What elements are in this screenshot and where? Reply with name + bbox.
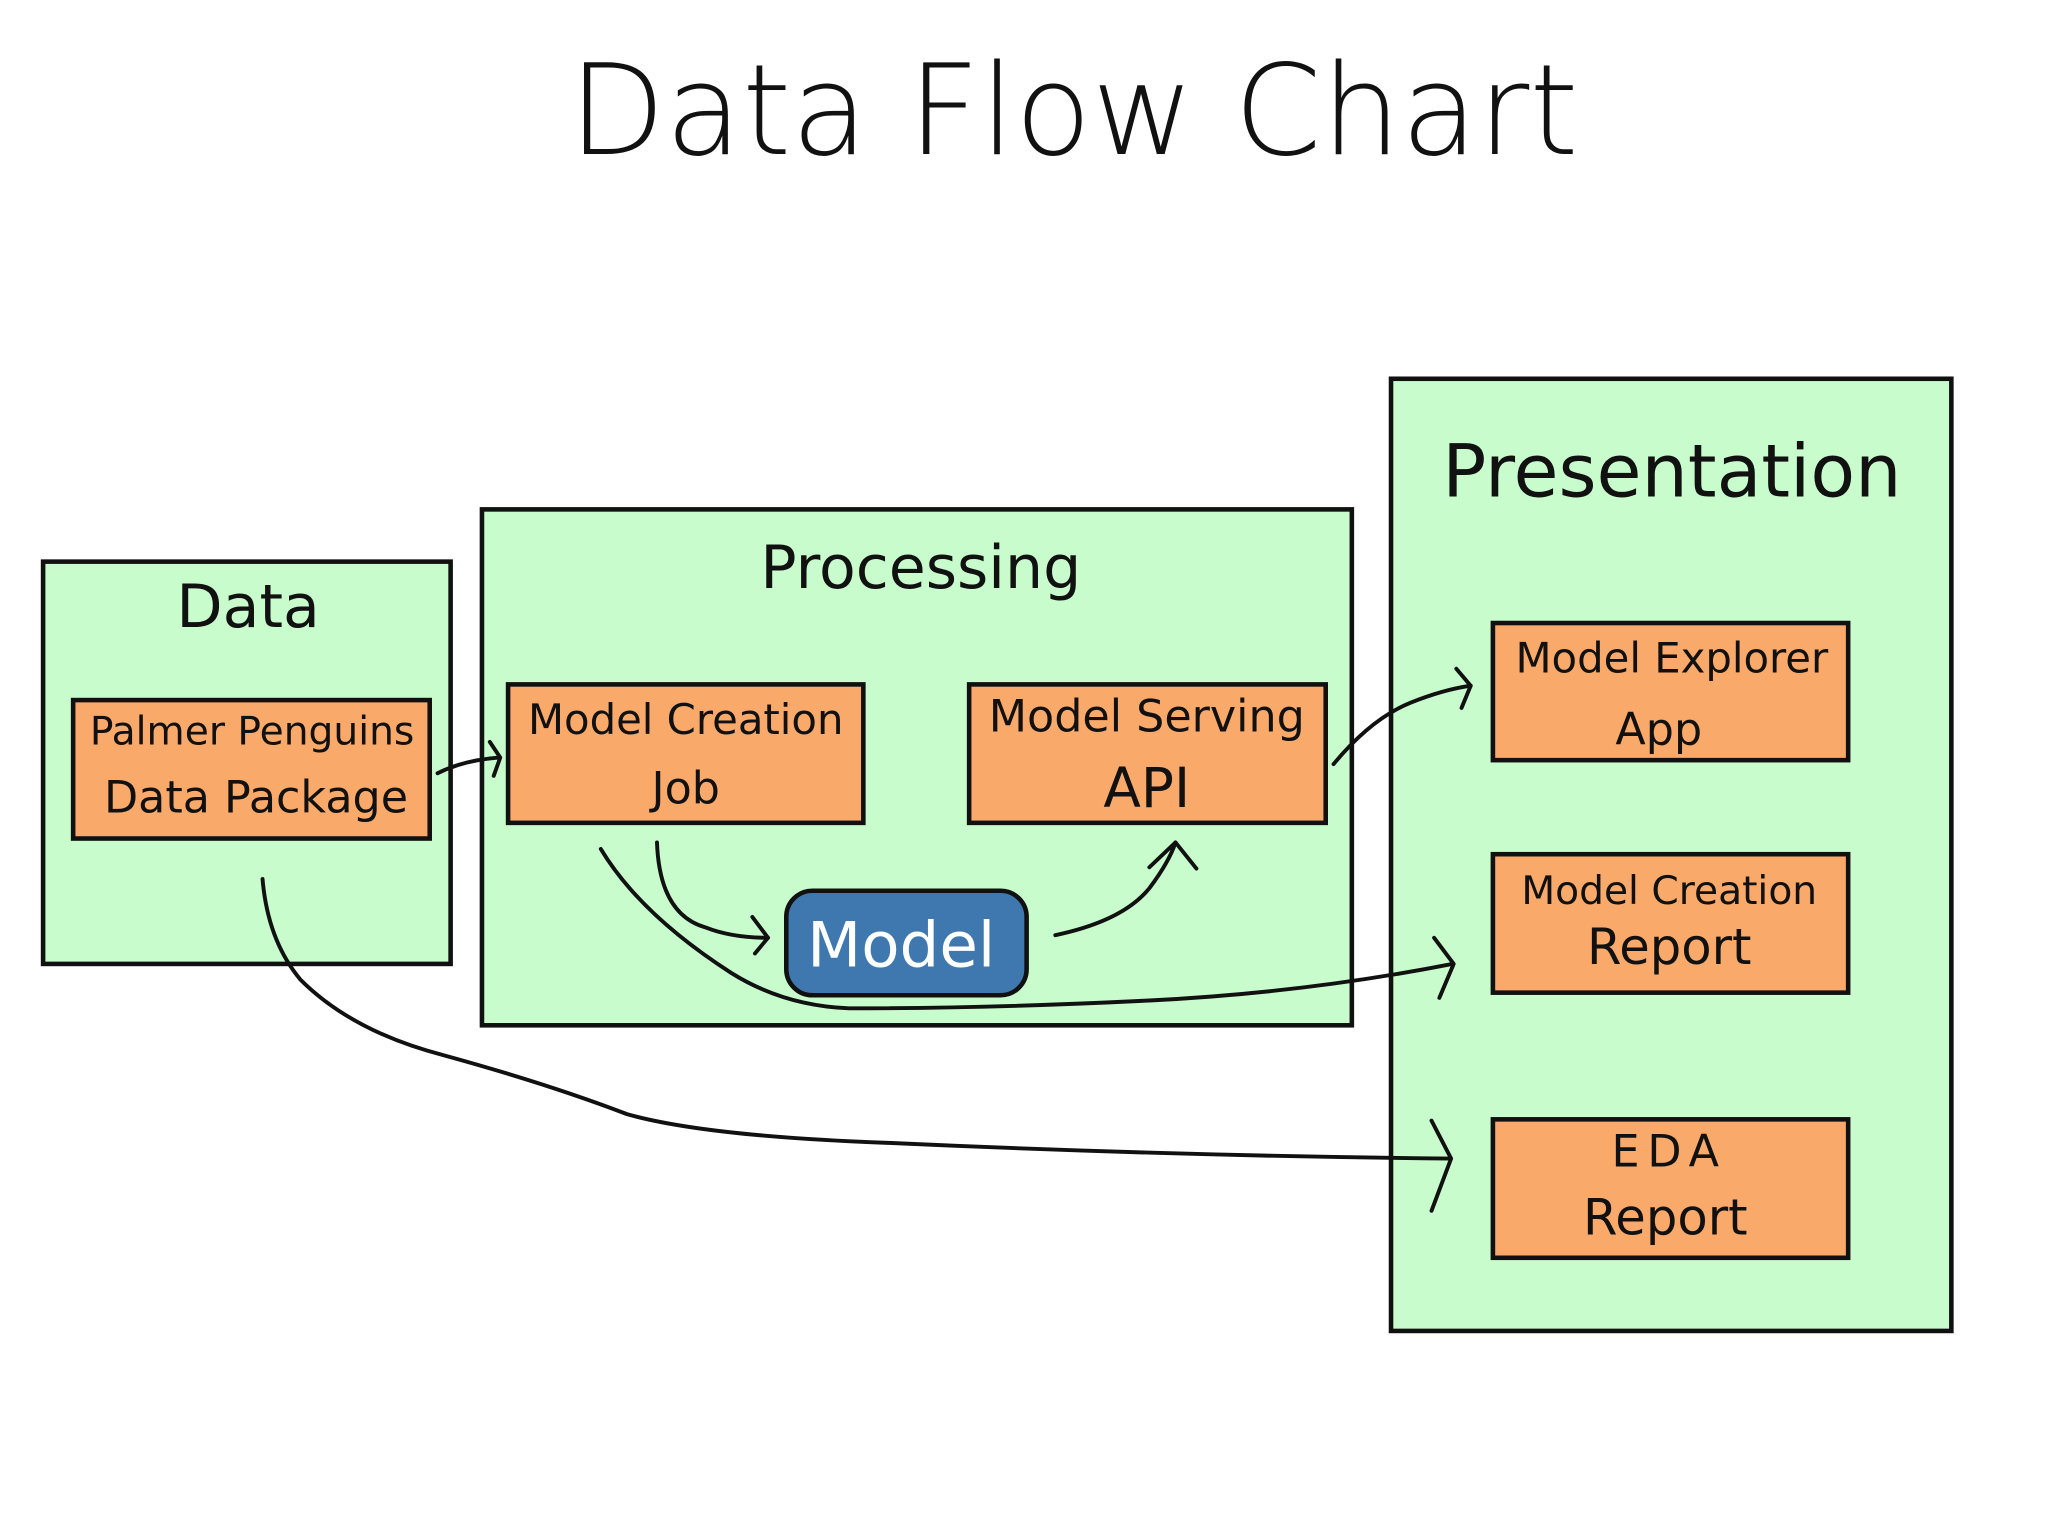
- node-explorer-line1: Model Explorer: [1515, 634, 1829, 683]
- node-eda-line2: Report: [1583, 1188, 1748, 1246]
- node-eda-report[interactable]: EDA Report: [1490, 1117, 1851, 1261]
- node-palmer-penguins[interactable]: Palmer Penguins Data Package: [70, 697, 432, 841]
- node-model-serving-api[interactable]: Model Serving API: [966, 682, 1328, 826]
- node-serving-api-line2: API: [1103, 756, 1190, 820]
- node-creation-report-line1: Model Creation: [1521, 869, 1817, 914]
- node-creation-job-line2: Job: [648, 763, 719, 814]
- edge-model-to-serving-api: [1053, 840, 1199, 938]
- node-creation-report-line2: Report: [1587, 918, 1752, 976]
- edge-creation-job-to-creation-report: [598, 847, 1456, 1011]
- node-palmer-line2: Data Package: [104, 772, 408, 823]
- edge-palmer-to-creation-job: [435, 739, 503, 778]
- node-model-creation-job[interactable]: Model Creation Job: [505, 682, 866, 826]
- node-palmer-line1: Palmer Penguins: [90, 709, 415, 754]
- group-data-label: Data: [176, 572, 319, 642]
- group-presentation-label: Presentation: [1442, 429, 1901, 514]
- node-model[interactable]: Model: [783, 888, 1029, 998]
- node-model-label: Model: [807, 909, 995, 982]
- node-model-creation-report[interactable]: Model Creation Report: [1490, 851, 1851, 995]
- node-eda-line1: EDA: [1612, 1126, 1727, 1177]
- edge-palmer-to-eda-report: [260, 877, 1454, 1213]
- diagram-title: Data Flow Chart: [569, 38, 1579, 184]
- edge-creation-job-to-model: [655, 840, 770, 956]
- node-model-explorer-app[interactable]: Model Explorer App: [1490, 620, 1851, 763]
- group-processing-label: Processing: [760, 533, 1081, 603]
- edge-serving-api-to-explorer-app: [1331, 666, 1473, 767]
- node-explorer-line2: App: [1615, 704, 1702, 755]
- node-serving-api-line1: Model Serving: [989, 691, 1305, 742]
- node-creation-job-line1: Model Creation: [528, 695, 844, 744]
